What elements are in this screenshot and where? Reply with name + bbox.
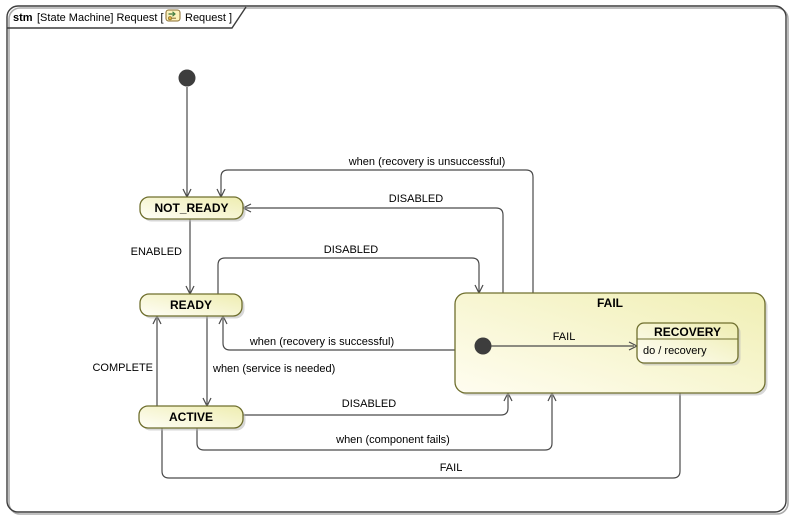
state-body [454,292,766,394]
edge-line [243,395,509,416]
transition-label[interactable]: FAIL [440,462,463,474]
edge-line [196,395,553,451]
state-name-label: FAIL [597,296,623,310]
edge-line [222,317,455,351]
transition-label[interactable]: DISABLED [342,398,396,410]
transition-label[interactable]: COMPLETE [92,362,153,374]
frame-border [6,5,787,513]
frame-title-tab [7,6,247,29]
state-body [139,196,244,220]
state-machine-diagram-icon [165,9,181,22]
state-name-label: RECOVERY [654,325,721,339]
frame-context-label: [State Machine] Request [ [37,12,164,24]
transition-when-component-fails[interactable]: when (component fails) [196,391,557,451]
state-name-label: READY [170,298,212,312]
transition-label[interactable]: FAIL [553,331,576,343]
transition-label[interactable]: when (recovery is unsuccessful) [348,156,506,168]
transition-initial-to-not-ready[interactable] [182,87,192,199]
state-do-activity: do / recovery [643,345,707,357]
transition-label[interactable]: DISABLED [324,244,378,256]
state-name-label: ACTIVE [169,410,213,424]
transition-disabled-fail-to-not-ready[interactable]: DISABLED [241,193,504,293]
state-not-ready[interactable]: NOT_READY [139,196,246,222]
diagram-frame: stm [State Machine] Request [ Request ] [6,5,789,515]
transition-complete[interactable]: COMPLETE [92,314,162,406]
edge-line [245,207,504,293]
initial-state-node-fail[interactable] [474,337,492,355]
transition-when-service-needed[interactable]: when (service is needed) [202,316,335,408]
transition-label[interactable]: when (component fails) [335,434,450,446]
initial-state-node[interactable] [178,69,196,87]
state-active[interactable]: ACTIVE [138,405,246,431]
transition-label[interactable]: ENABLED [131,246,182,258]
state-body [139,293,243,317]
transition-label[interactable]: DISABLED [389,193,443,205]
transition-disabled-active-to-fail[interactable]: DISABLED [243,391,513,416]
state-body [138,405,244,429]
transition-label[interactable]: when (service is needed) [212,363,335,375]
state-recovery[interactable]: RECOVERY do / recovery [636,322,741,366]
edge-line [217,257,480,294]
transition-when-recovery-unsuccessful[interactable]: when (recovery is unsuccessful) [216,156,534,293]
transition-enabled[interactable]: ENABLED [131,219,195,296]
frame-keyword: stm [13,12,33,24]
edge-line [220,169,534,293]
transition-disabled-ready-to-fail[interactable]: DISABLED [217,244,484,295]
state-body [636,322,739,364]
state-name-label: NOT_READY [154,201,228,215]
state-ready[interactable]: READY [139,293,245,319]
frame-diagram-name: Request ] [185,12,232,24]
transition-when-recovery-successful[interactable]: when (recovery is successful) [218,314,455,351]
frame-shadow [8,7,789,515]
transition-label[interactable]: when (recovery is successful) [249,336,394,348]
edge-line [161,365,681,479]
